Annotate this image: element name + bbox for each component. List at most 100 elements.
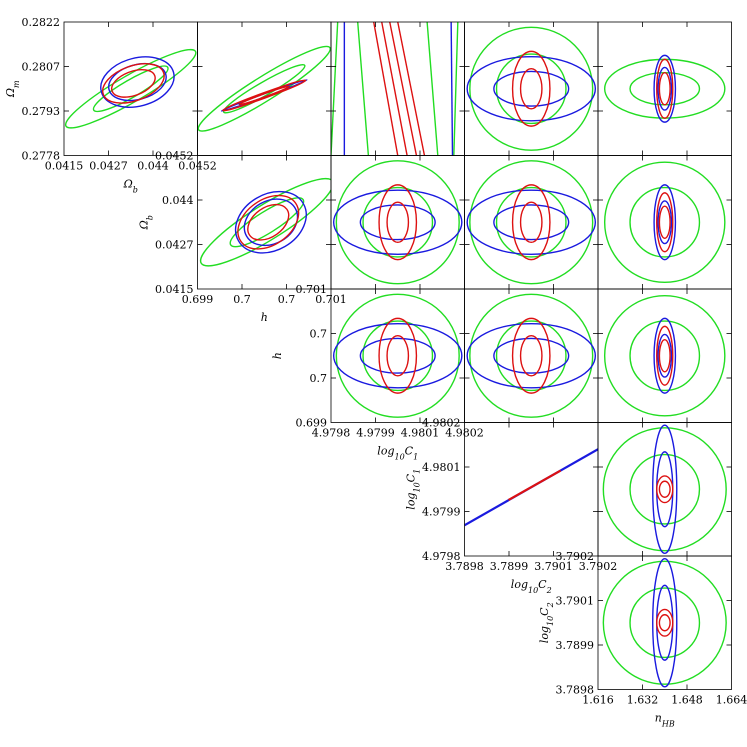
panel-frame [197, 21, 332, 156]
green-line [357, 22, 370, 156]
red-contour [378, 317, 418, 394]
panel-2-4 [597, 288, 732, 423]
x-axis-label: log10C2 [511, 578, 552, 595]
red-contour [511, 184, 551, 261]
blue-contour [652, 424, 678, 555]
panel-frame [597, 422, 732, 557]
red-contour [378, 184, 418, 261]
panel-contours [466, 160, 597, 285]
panel-frame [464, 21, 599, 156]
green-contour [362, 186, 434, 258]
y-axis-label: Ωm [4, 80, 21, 98]
blue-line [450, 22, 454, 156]
x-tick-label: 1.632 [627, 694, 659, 707]
panel-1-2 [330, 155, 465, 290]
red-contour [658, 339, 671, 373]
green-contour [92, 65, 169, 113]
blue-contour [332, 189, 463, 255]
green-contour [602, 427, 727, 552]
y-axis-label: h [271, 352, 284, 359]
panel-frame [597, 21, 732, 156]
red-contour [238, 85, 291, 106]
green-contour [469, 293, 594, 418]
panel-frame [597, 288, 732, 423]
green-contour [629, 72, 701, 106]
red-contour [386, 201, 410, 243]
x-tick-label: 0.044 [137, 160, 169, 173]
panel-contours [602, 424, 727, 555]
red-contour [222, 79, 307, 112]
blue-contour [234, 190, 307, 254]
red-contour [656, 192, 674, 253]
y-tick-label: 0.2793 [22, 105, 61, 118]
panel-contours [464, 448, 598, 527]
x-tick-label: 4.9801 [401, 427, 440, 440]
y-tick-label: 3.7898 [556, 684, 595, 697]
y-tick-label: 0.699 [296, 417, 328, 430]
green-contour [603, 58, 726, 119]
y-axis-label: Ωb [138, 215, 155, 230]
red-contour [658, 72, 671, 106]
red-line [373, 22, 399, 156]
red-contour [519, 335, 543, 377]
x-axis-label: log10C1 [377, 445, 418, 462]
panel-frame [464, 422, 599, 557]
panel-3-4 [597, 422, 732, 557]
x-axis-label: h [261, 311, 268, 324]
green-contour [602, 560, 727, 685]
red-contour [656, 475, 674, 504]
blue-contour [493, 337, 570, 374]
panel-frame [464, 288, 599, 423]
red-line [381, 22, 408, 156]
red-contour [102, 63, 165, 104]
x-tick-label: 0.7 [278, 293, 296, 306]
x-tick-label: 1.616 [582, 694, 614, 707]
panel-0-3 [464, 21, 599, 156]
blue-contour [653, 317, 677, 394]
green-contour [603, 294, 726, 417]
panel-2-3 [464, 288, 599, 423]
blue-contour [493, 70, 570, 107]
x-tick-label: 3.7899 [490, 560, 529, 573]
panel-contours [603, 294, 726, 417]
blue-contour [359, 337, 436, 374]
y-tick-label: 0.044 [162, 194, 194, 207]
red-contour [511, 50, 551, 127]
y-tick-label: 4.9798 [422, 550, 461, 563]
red-contour [656, 58, 674, 119]
red-contour [658, 480, 671, 498]
y-tick-label: 3.7899 [556, 639, 595, 652]
y-tick-label: 0.2822 [22, 16, 61, 29]
green-line [426, 22, 439, 156]
panel-contours [64, 48, 197, 129]
green-contour [222, 63, 306, 114]
green-contour [629, 320, 701, 392]
blue-contour [653, 54, 677, 123]
red-contour [247, 203, 290, 241]
green-contour [335, 293, 460, 418]
blue-contour [466, 189, 597, 255]
blue-contour [657, 200, 673, 245]
x-tick-label: 3.7898 [445, 560, 484, 573]
green-contour [64, 48, 197, 129]
panel-1-4 [597, 155, 732, 290]
blue-contour [466, 56, 597, 122]
panel-contours [602, 557, 727, 688]
panel-contours [603, 161, 726, 284]
y-tick-label: 3.7902 [556, 550, 595, 563]
red-contour [237, 194, 300, 250]
green-contour [495, 320, 567, 392]
green-contour [469, 26, 594, 151]
blue-contour [332, 323, 463, 389]
y-tick-label: 0.701 [296, 283, 328, 296]
panel-contours [199, 177, 331, 267]
red-line [397, 22, 426, 156]
red-contour [519, 68, 543, 110]
blue-contour [657, 333, 673, 378]
panel-0-4 [597, 21, 732, 156]
green-line [453, 22, 459, 156]
